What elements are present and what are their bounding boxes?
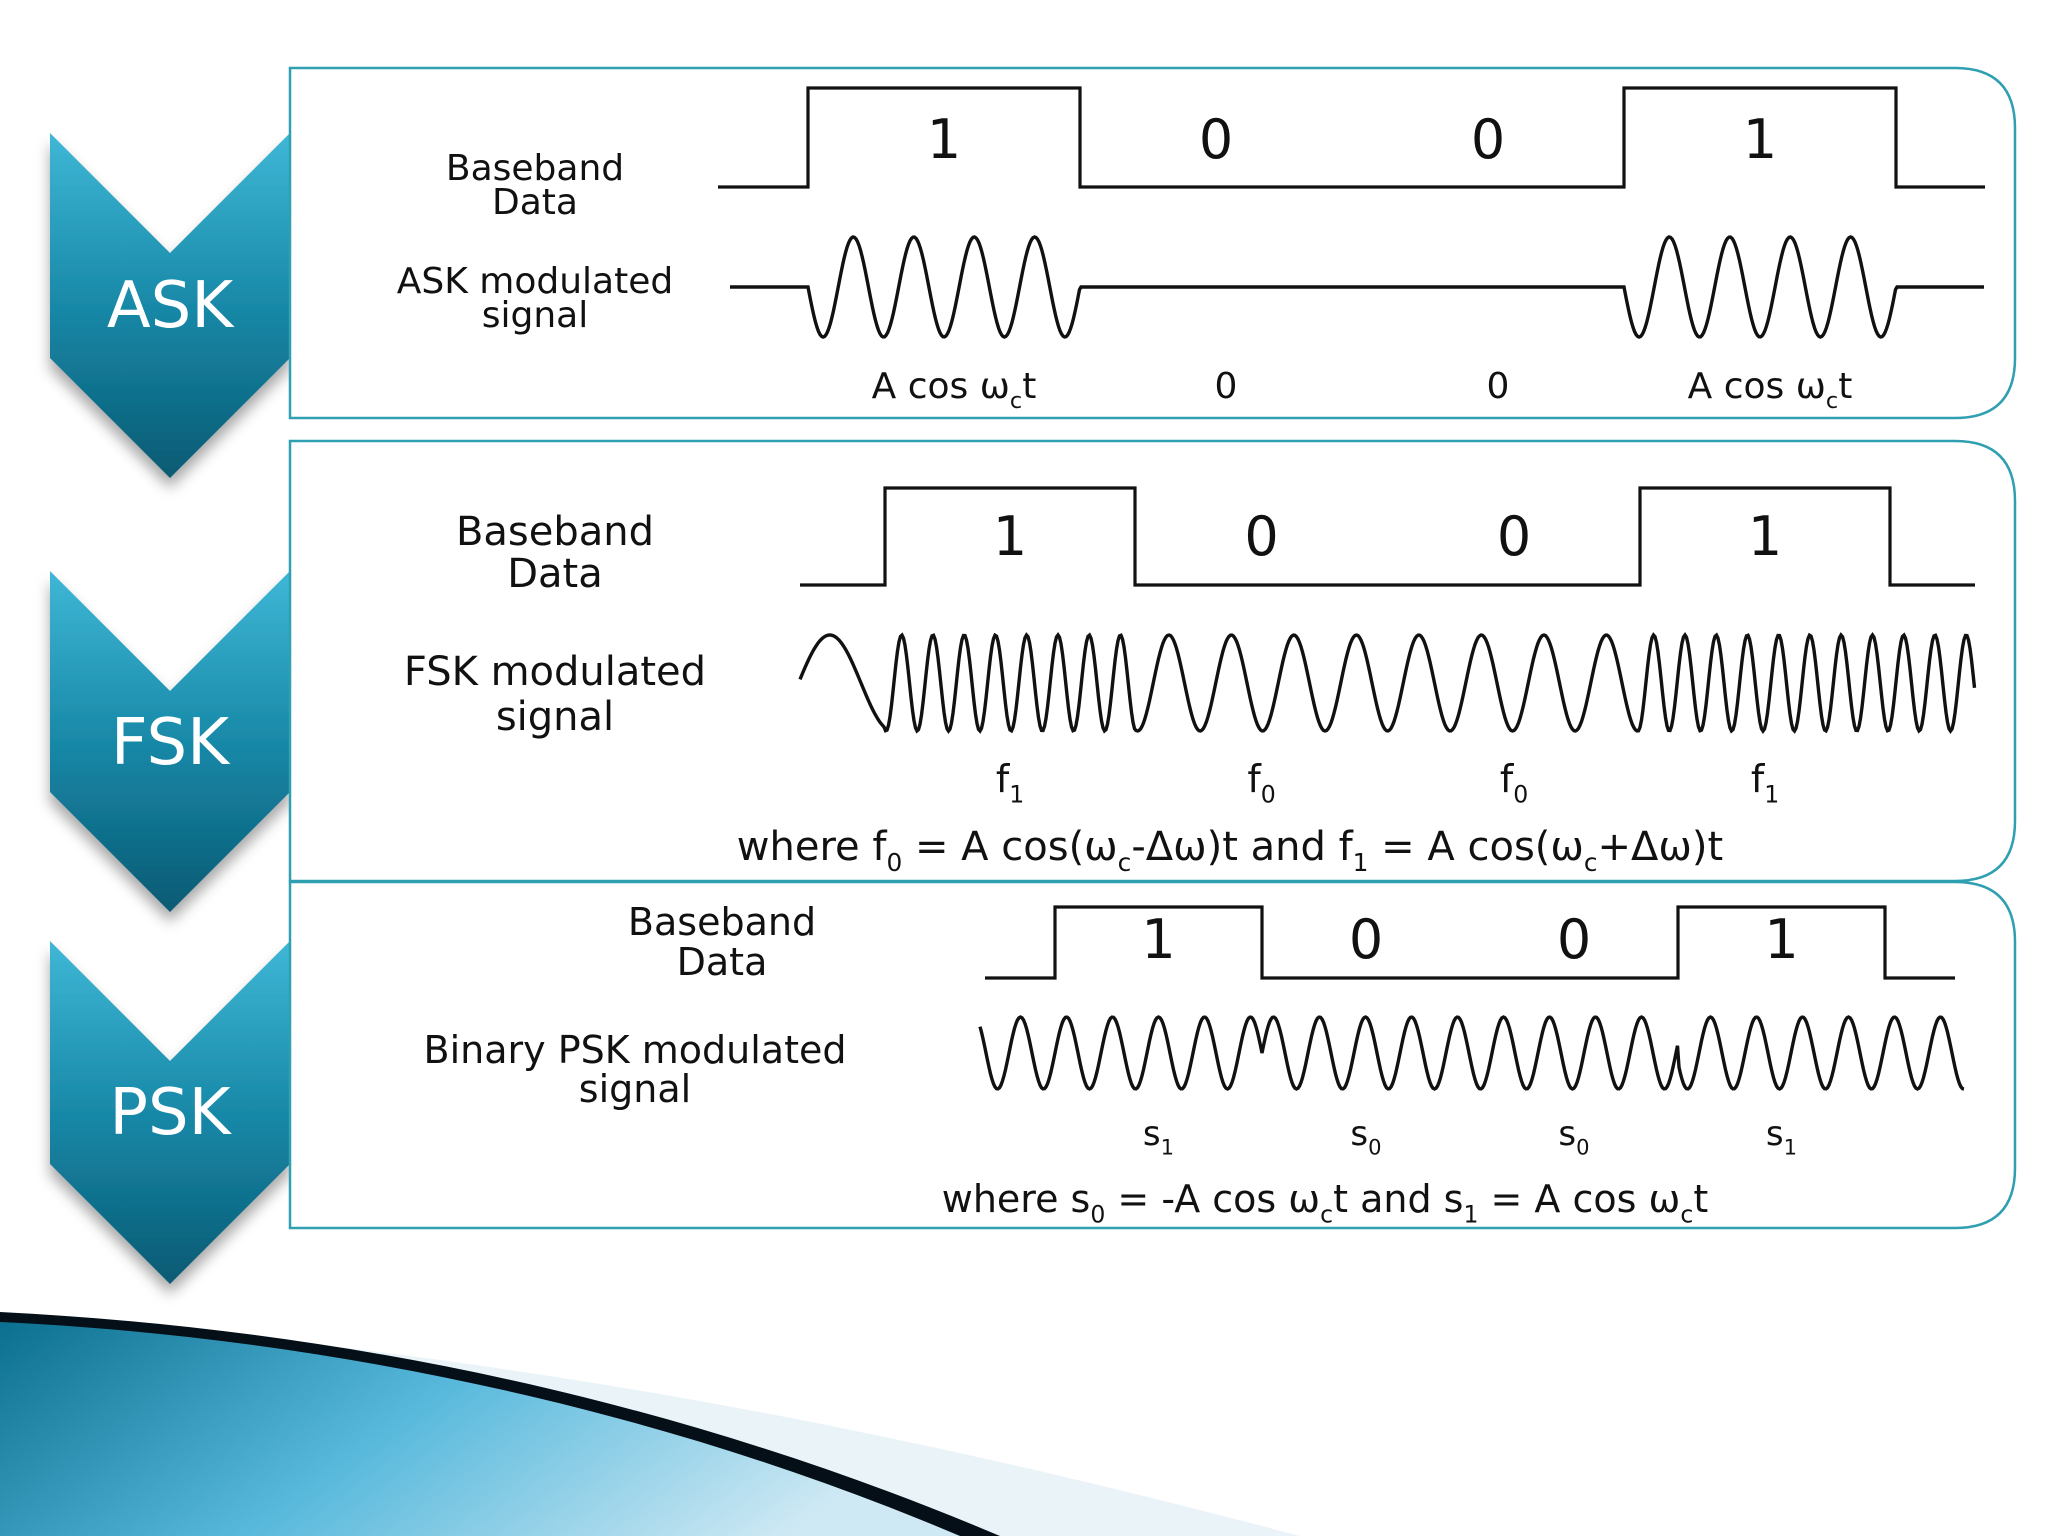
ask-segment-label-4: A cos ωc​t — [1688, 366, 1853, 414]
psk-baseband-trace — [985, 905, 1955, 980]
fsk-signal-label-line-1: FSK modulated — [404, 649, 706, 695]
ask-bit-1: 1 — [927, 108, 961, 171]
ask-chevron: ASK — [50, 133, 290, 478]
psk-bit-4: 1 — [1764, 908, 1798, 971]
psk-bit-3: 0 — [1557, 908, 1591, 971]
psk-chevron: PSK — [50, 941, 290, 1284]
ask-baseband-label-line-1: Baseband — [446, 148, 624, 189]
fsk-bit-1: 1 — [993, 505, 1027, 568]
fsk-bit-2: 0 — [1244, 505, 1278, 568]
fsk-segment-label-4: f1​ — [1751, 757, 1779, 809]
ask-signal-label-line-2: signal — [482, 295, 589, 336]
fsk-bit-3: 0 — [1497, 505, 1531, 568]
ask-segment-label-2: 0 — [1215, 366, 1238, 407]
psk-modulated-trace — [978, 1015, 1965, 1091]
ask-panel-border — [288, 66, 2017, 420]
fsk-chevron: FSK — [50, 571, 290, 912]
fsk-chevron-label: FSK — [111, 706, 231, 780]
ask-bit-2: 0 — [1199, 108, 1233, 171]
fsk-bit-4: 1 — [1748, 505, 1782, 568]
fsk-baseband-label-line-1: Baseband — [456, 509, 654, 555]
ask-signal-label-line-1: ASK modulated — [397, 261, 673, 302]
fsk-signal-label-line-2: signal — [496, 694, 614, 740]
fsk-baseband-trace — [800, 486, 1975, 587]
ask-modulated-trace — [730, 235, 1984, 339]
ask-bit-4: 1 — [1743, 108, 1777, 171]
psk-baseband-label-line-2: Data — [677, 940, 768, 984]
psk-segment-label-4: s1​ — [1766, 1114, 1797, 1160]
psk-chevron-label: PSK — [109, 1076, 232, 1150]
ask-baseband-label-line-2: Data — [492, 182, 578, 223]
ask-segment-label-1: A cos ωc​t — [872, 366, 1037, 414]
ask-bit-3: 0 — [1471, 108, 1505, 171]
psk-baseband-label-line-1: Baseband — [628, 900, 816, 944]
decorative-swoosh — [0, 1312, 1300, 1536]
psk-panel-border — [288, 880, 2017, 1230]
fsk-baseband-label-line-2: Data — [507, 551, 603, 597]
ask-segment-label-3: 0 — [1487, 366, 1510, 407]
ask-baseband-trace — [718, 86, 1985, 189]
psk-formula: where s0​ = -A cos ωc​t and s1​ = A cos … — [942, 1177, 1708, 1229]
fsk-segment-label-2: f0​ — [1247, 757, 1275, 809]
fsk-modulated-trace — [798, 632, 1977, 734]
psk-segment-label-2: s0​ — [1350, 1114, 1381, 1160]
psk-segment-label-3: s0​ — [1558, 1114, 1589, 1160]
fsk-formula: where f0​ = A cos(ωc​-Δω)t and f1​ = A c… — [737, 824, 1723, 877]
psk-segment-label-1: s1​ — [1143, 1114, 1174, 1160]
psk-signal-label-line-2: signal — [579, 1067, 691, 1111]
fsk-segment-label-1: f1​ — [996, 757, 1024, 809]
fsk-panel-border — [288, 439, 2017, 883]
psk-bit-1: 1 — [1141, 908, 1175, 971]
psk-bit-2: 0 — [1349, 908, 1383, 971]
fsk-segment-label-3: f0​ — [1500, 757, 1528, 809]
ask-chevron-label: ASK — [107, 269, 235, 343]
psk-signal-label-line-1: Binary PSK modulated — [424, 1028, 847, 1072]
